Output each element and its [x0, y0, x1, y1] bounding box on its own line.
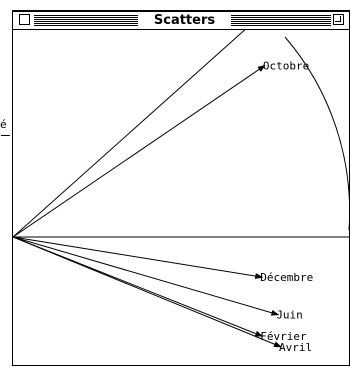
- title-bar-stripes-right: [231, 15, 331, 26]
- unit-circle-arc: [284, 36, 349, 230]
- background-window-underline: [1, 135, 10, 136]
- vector-5: [13, 236, 282, 348]
- point-label: Octobre: [263, 59, 309, 72]
- title-bar-stripes-left: [34, 15, 138, 26]
- title-bar[interactable]: Scatters: [13, 12, 349, 30]
- point-label: Avril: [279, 341, 312, 354]
- point-label: Décembre: [260, 271, 313, 284]
- scatters-window[interactable]: Scatters AoutOctobreDécembreJuinFévrierA…: [12, 10, 350, 366]
- background-window-edge: é: [0, 0, 12, 367]
- zoom-box[interactable]: [333, 14, 344, 25]
- point-label: Juin: [276, 309, 303, 322]
- point-label: Février: [260, 330, 307, 343]
- vector-0: [13, 30, 246, 238]
- scatter-plot: AoutOctobreDécembreJuinFévrierAvril: [13, 30, 349, 354]
- background-window-text: é: [0, 118, 7, 131]
- vector-3: [13, 236, 280, 316]
- close-box[interactable]: [19, 14, 30, 25]
- window-title: Scatters: [138, 13, 231, 29]
- vector-1: [13, 64, 266, 238]
- vector-2: [13, 236, 264, 280]
